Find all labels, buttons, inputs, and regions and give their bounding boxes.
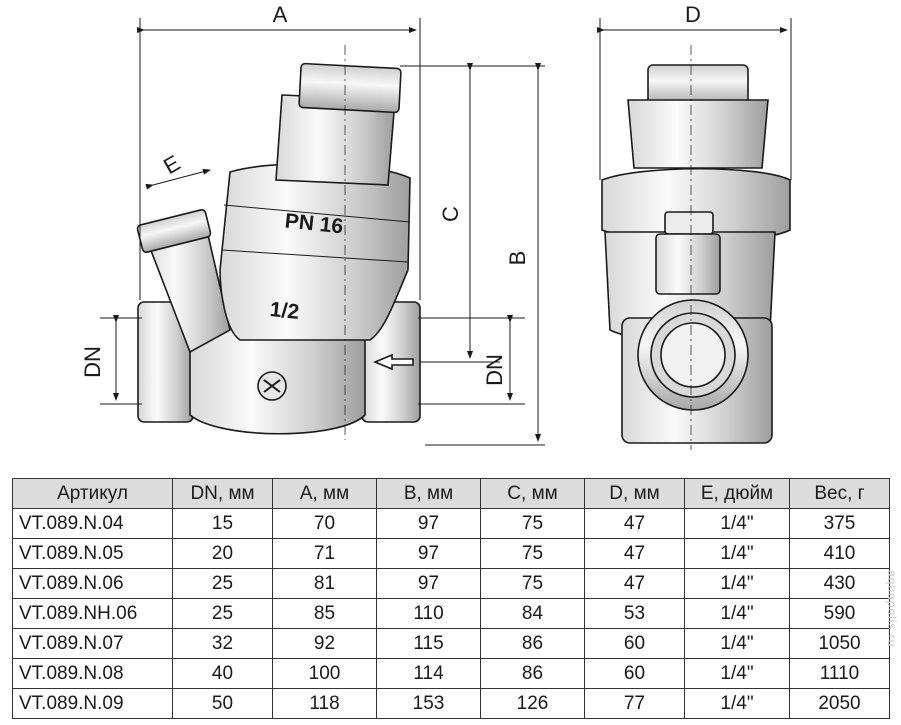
cell-d: 60 (584, 628, 685, 659)
dim-label-e: E (159, 150, 184, 179)
cell-article: VT.089.N.04 (12, 508, 173, 539)
specification-table: Артикул DN, мм A, мм B, мм C, мм D, мм E… (12, 478, 890, 719)
cell-a: 70 (272, 508, 377, 539)
cell-weight: 1110 (789, 658, 890, 689)
cell-weight: 1050 (789, 628, 890, 659)
cell-b: 114 (376, 658, 481, 689)
cell-a: 92 (272, 628, 377, 659)
cell-b: 97 (376, 508, 481, 539)
cell-e: 1/4" (684, 508, 790, 539)
cell-dn: 15 (172, 508, 273, 539)
cell-c: 75 (480, 508, 585, 539)
cell-dn: 25 (172, 568, 273, 599)
front-view (601, 45, 791, 450)
cell-d: 47 (584, 538, 685, 569)
cell-weight: 430 (789, 568, 890, 599)
cell-c: 75 (480, 538, 585, 569)
cell-article: VT.089.NH.06 (12, 598, 173, 629)
cell-article: VT.089.N.05 (12, 538, 173, 569)
watermark: aquapolis.ru (885, 570, 899, 648)
header-weight: Вес, г (789, 478, 890, 509)
cell-weight: 410 (789, 538, 890, 569)
cell-d: 47 (584, 508, 685, 539)
cell-dn: 32 (172, 628, 273, 659)
cell-e: 1/4" (684, 538, 790, 569)
cell-d: 77 (584, 688, 685, 719)
dimension-lines (100, 18, 792, 446)
table-header-row: Артикул DN, мм A, мм B, мм C, мм D, мм E… (12, 478, 890, 509)
header-e: E, дюйм (684, 478, 790, 509)
cell-c: 126 (480, 688, 585, 719)
cell-weight: 375 (789, 508, 890, 539)
cell-b: 115 (376, 628, 481, 659)
cell-e: 1/4" (684, 568, 790, 599)
cell-c: 86 (480, 628, 585, 659)
cell-dn: 20 (172, 538, 273, 569)
header-d: D, мм (584, 478, 685, 509)
dim-label-dn-left: DN (80, 346, 105, 378)
cell-article: VT.089.N.07 (12, 628, 173, 659)
cell-d: 60 (584, 658, 685, 689)
cell-a: 118 (272, 688, 377, 719)
cell-b: 97 (376, 568, 481, 599)
cell-a: 71 (272, 538, 377, 569)
cell-a: 100 (272, 658, 377, 689)
cell-e: 1/4" (684, 658, 790, 689)
body-marking-thread: 1/2 (269, 298, 300, 324)
cell-dn: 50 (172, 688, 273, 719)
cell-b: 153 (376, 688, 481, 719)
cell-article: VT.089.N.08 (12, 658, 173, 689)
cell-weight: 2050 (789, 688, 890, 719)
header-article: Артикул (12, 478, 173, 509)
cell-dn: 40 (172, 658, 273, 689)
header-b: B, мм (376, 478, 481, 509)
dim-label-d: D (685, 2, 701, 27)
dim-label-a: A (273, 2, 288, 27)
cell-c: 86 (480, 658, 585, 689)
cell-b: 97 (376, 538, 481, 569)
header-a: A, мм (272, 478, 377, 509)
valve-technical-drawing: PN 16 1/2 (80, 2, 792, 450)
cell-c: 84 (480, 598, 585, 629)
cell-c: 75 (480, 568, 585, 599)
cell-d: 53 (584, 598, 685, 629)
cell-article: VT.089.N.09 (12, 688, 173, 719)
dim-label-c: C (438, 206, 463, 222)
cell-weight: 590 (789, 598, 890, 629)
cell-a: 81 (272, 568, 377, 599)
dim-label-b: B (505, 251, 530, 266)
cell-a: 85 (272, 598, 377, 629)
cell-e: 1/4" (684, 598, 790, 629)
dim-label-dn-right: DN (482, 354, 507, 386)
cell-article: VT.089.N.06 (12, 568, 173, 599)
header-c: C, мм (480, 478, 585, 509)
cell-e: 1/4" (684, 628, 790, 659)
cell-b: 110 (376, 598, 481, 629)
side-view (136, 45, 421, 440)
cell-e: 1/4" (684, 688, 790, 719)
cell-dn: 25 (172, 598, 273, 629)
cell-d: 47 (584, 568, 685, 599)
header-dn: DN, мм (172, 478, 273, 509)
